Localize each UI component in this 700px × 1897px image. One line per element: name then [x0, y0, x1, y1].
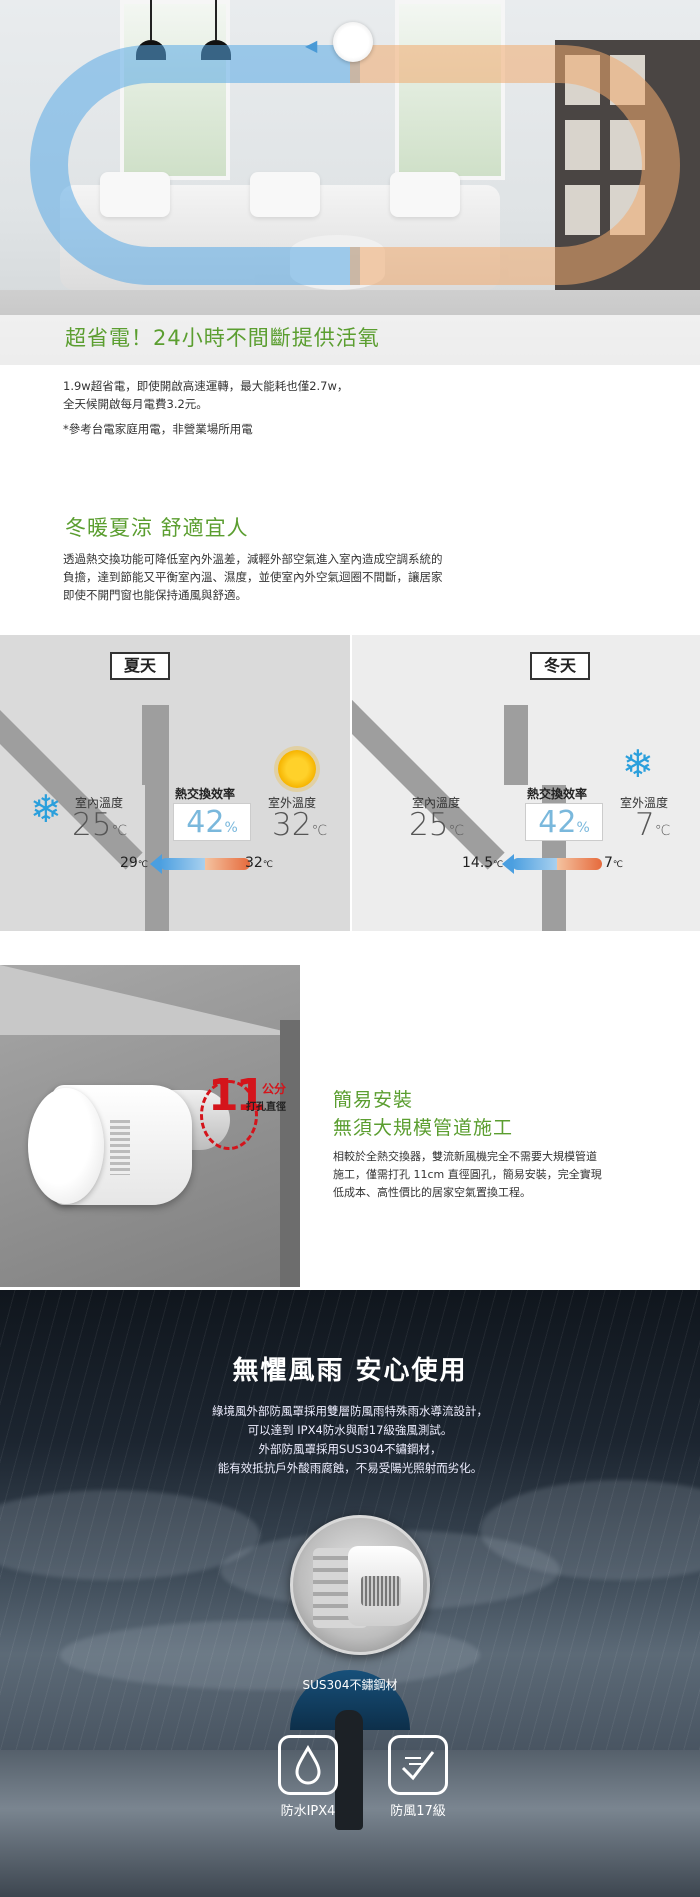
summer-outdoor-label: 室外溫度	[268, 796, 317, 810]
badge-waterproof-label: 防水IPX4	[280, 1804, 336, 1819]
summer-indoor-label: 室內溫度	[75, 796, 124, 810]
summer-outdoor-temp: 32℃	[272, 807, 328, 843]
sun-icon	[278, 750, 316, 788]
storm-line-1: 綠境風外部防風罩採用雙層防風雨特殊雨水導流設計，	[212, 1404, 488, 1418]
vent-material-label: SUS304不鏽鋼材	[302, 1678, 398, 1692]
badge-windproof-label: 防風17級	[390, 1804, 446, 1819]
winter-efficiency-value: 42%	[525, 803, 603, 841]
install-title-1: 簡易安裝	[333, 1089, 414, 1111]
winter-indoor-label: 室內溫度	[412, 796, 461, 810]
summer-panel: 夏天 ❄ 室內溫度 25℃ 熱交換效率 42% 室外溫度 32℃ 29℃ 32℃	[0, 635, 350, 931]
winter-pipe-in-temp: 14.5℃	[462, 855, 504, 871]
hero-banner: ◀ 超省電！24小時不間斷提供活氧	[0, 0, 700, 365]
arrow-left-icon: ◀	[305, 36, 318, 55]
power-note: *參考台電家庭用電，非營業場所用電	[63, 422, 253, 436]
install-line-2: 施工，僅需打孔 11cm 直徑圓孔，簡易安裝，完全實現	[333, 1168, 602, 1181]
storm-title: 無懼風雨 安心使用	[232, 1356, 468, 1386]
winter-label: 冬天	[530, 652, 590, 680]
hero-title-band	[0, 315, 700, 365]
hole-label: 打孔直徑	[246, 1102, 286, 1113]
summer-label: 夏天	[110, 652, 170, 680]
winter-panel: 冬天 ❄ 室內溫度 25℃ 熱交換效率 42% 室外溫度 7℃ 14.5℃ 7℃	[352, 635, 700, 931]
comfort-line-2: 負擔，達到節能又平衡室內溫、濕度，並使室內外空氣迴圈不間斷，讓居家	[63, 570, 443, 584]
winter-efficiency-label: 熱交換效率	[527, 787, 588, 801]
hole-marker-ring	[200, 1080, 258, 1150]
winter-indoor-temp: 25℃	[409, 807, 465, 843]
summer-indoor-temp: 25℃	[72, 807, 128, 843]
device-front-cover	[28, 1088, 104, 1204]
ventilator-device-image	[333, 22, 373, 62]
install-line-3: 低成本、高性價比的居家空氣置換工程。	[333, 1186, 531, 1199]
person-silhouette	[335, 1710, 363, 1830]
summer-pipe-out-temp: 32℃	[245, 855, 273, 871]
comfort-line-3: 即使不開門窗也能保持通風與舒適。	[63, 588, 247, 602]
house-chimney	[504, 705, 528, 785]
warm-airflow-arc	[350, 45, 680, 285]
summer-efficiency-label: 熱交換效率	[175, 787, 236, 801]
power-line-1: 1.9w超省電，即使開啟高速運轉，最大能耗也僅2.7w，	[63, 379, 349, 393]
winter-pipe-out-temp: 7℃	[604, 855, 624, 871]
comfort-title: 冬暖夏涼 舒適宜人	[65, 516, 249, 540]
storm-line-2: 可以達到 IPX4防水與耐17級強風測試。	[247, 1423, 453, 1437]
hole-size: 11	[208, 1070, 266, 1121]
comfort-line-1: 透過熱交換功能可降低室內外溫差，減輕外部空氣進入室內造成空調系統的	[63, 552, 443, 566]
summer-airflow-pipe	[150, 854, 250, 874]
winter-outdoor-label: 室外溫度	[620, 796, 669, 810]
cold-airflow-arc	[30, 45, 360, 285]
vent-hood-image	[290, 1515, 430, 1655]
summer-pipe-in-temp: 29℃	[120, 855, 148, 871]
install-line-1: 相較於全熱交換器，雙流新風機完全不需要大規模管道	[333, 1150, 597, 1163]
storm-line-4: 能有效抵抗戶外酸雨腐蝕，不易受陽光照射而劣化。	[217, 1461, 483, 1475]
install-title-2: 無須大規模管道施工	[333, 1117, 514, 1139]
storm-line-3: 外部防風罩採用SUS304不鏽鋼材，	[258, 1442, 442, 1456]
hole-unit: 公分	[262, 1082, 287, 1096]
wind-check-icon	[388, 1735, 448, 1795]
summer-efficiency-value: 42%	[173, 803, 251, 841]
hero-title: 超省電！24小時不間斷提供活氧	[65, 326, 380, 350]
pendant-lamp	[136, 0, 166, 60]
water-drop-icon	[278, 1735, 338, 1795]
winter-airflow-pipe	[502, 854, 602, 874]
winter-outdoor-temp: 7℃	[635, 807, 671, 843]
pendant-lamp	[201, 0, 231, 60]
snowflake-icon: ❄	[622, 742, 654, 786]
power-line-2: 全天候開啟每月電費3.2元。	[63, 397, 208, 411]
snowflake-icon: ❄	[30, 787, 62, 831]
wall-edge	[280, 1020, 300, 1287]
house-wall	[145, 705, 169, 931]
device-vents	[110, 1120, 130, 1175]
